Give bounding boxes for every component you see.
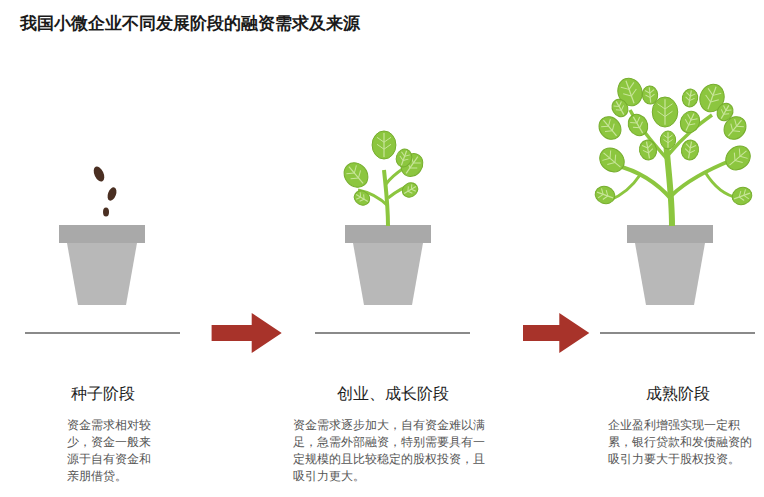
ground-line bbox=[315, 332, 470, 334]
stage-block: 成熟阶段企业盈利增强实现一定积累，银行贷款和发债融资的吸引力要大于股权投资。 bbox=[600, 333, 755, 472]
leaf bbox=[660, 131, 675, 149]
young-plant bbox=[339, 131, 427, 226]
stage-heading: 种子阶段 bbox=[25, 383, 180, 405]
ground-line bbox=[600, 332, 755, 334]
pot-body bbox=[353, 243, 423, 305]
stage-heading: 成熟阶段 bbox=[600, 383, 755, 405]
diagram-title: 我国小微企业不同发展阶段的融资需求及来源 bbox=[20, 12, 360, 35]
pot-rim bbox=[59, 225, 145, 243]
leaf bbox=[681, 88, 699, 108]
stage-block: 种子阶段资金需求相对较少，资金一般来源于自有资金和亲朋借贷。 bbox=[25, 333, 180, 489]
leaf bbox=[595, 143, 629, 177]
stage-description: 资金需求逐步加大，自有资金难以满足，急需外部融资，特别需要具有一定规模的且比较稳… bbox=[293, 417, 493, 485]
leaf bbox=[400, 180, 421, 200]
seeds bbox=[92, 165, 119, 217]
leaf bbox=[609, 96, 631, 119]
flow-arrow bbox=[212, 313, 282, 353]
stage-heading: 创业、成长阶段 bbox=[293, 383, 493, 405]
flow-arrow bbox=[523, 313, 589, 353]
leaf bbox=[680, 139, 700, 162]
leaf bbox=[593, 184, 618, 207]
pot-body bbox=[635, 243, 705, 305]
mature-tree bbox=[593, 75, 755, 226]
leaf bbox=[394, 147, 415, 169]
leaf bbox=[624, 111, 651, 139]
leaf bbox=[714, 100, 736, 123]
pot-rim bbox=[627, 225, 713, 243]
stage-description: 企业盈利增强实现一定积累，银行贷款和发债融资的吸引力要大于股权投资。 bbox=[608, 417, 754, 468]
leaf bbox=[642, 85, 659, 104]
pot-rim bbox=[345, 225, 431, 243]
leaf bbox=[730, 185, 755, 208]
leaf bbox=[339, 158, 373, 192]
leaf bbox=[372, 131, 396, 159]
stage-description: 资金需求相对较少，资金一般来源于自有资金和亲朋借贷。 bbox=[67, 417, 159, 485]
stage-block: 创业、成长阶段资金需求逐步加大，自有资金难以满足，急需外部融资，特别需要具有一定… bbox=[293, 333, 493, 489]
leaf bbox=[721, 141, 755, 175]
leaf bbox=[638, 139, 658, 162]
leaf bbox=[677, 108, 703, 136]
ground-line bbox=[25, 332, 180, 334]
leaf bbox=[352, 188, 373, 208]
flower-pots bbox=[59, 225, 713, 305]
pot-body bbox=[67, 243, 137, 305]
